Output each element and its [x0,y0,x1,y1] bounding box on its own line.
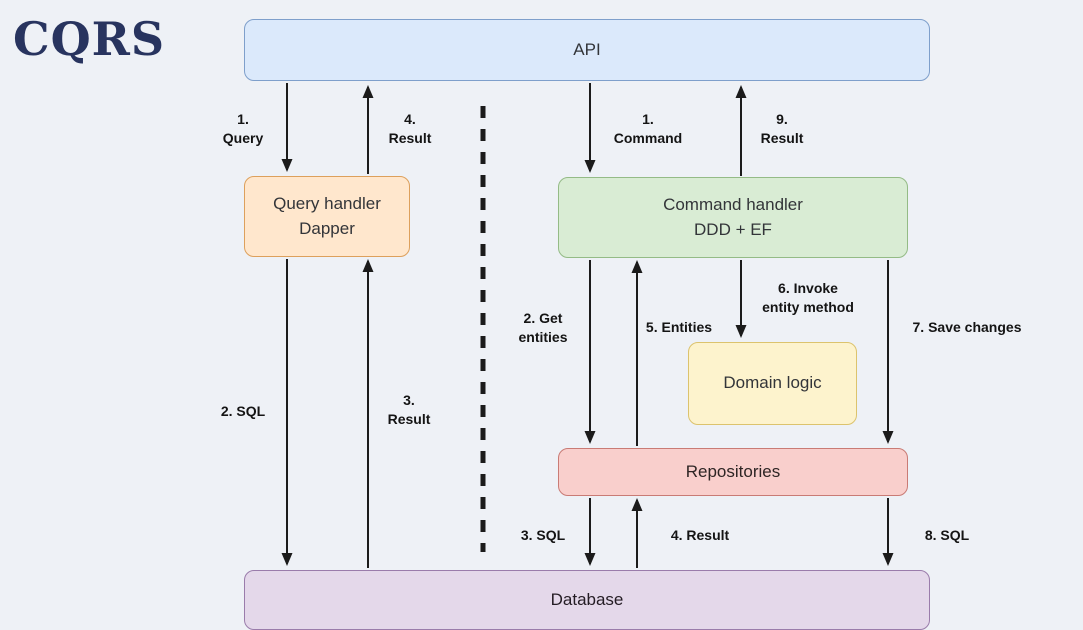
edge-label-command-1: 1. Command [613,111,683,146]
edge-label-query-1: 1. Query [222,111,264,146]
edge-label-entities-5: 5. Entities [645,319,713,335]
node-command-handler-label: Command handler DDD + EF [663,194,803,239]
diagram-title: CQRS [13,12,166,66]
node-query-handler: Query handler Dapper [244,176,410,257]
node-domain-logic: Domain logic [688,342,857,425]
edge-label-sql-2: 2. SQL [220,403,266,419]
node-api: API [244,19,930,81]
edge-label-result-9: 9. Result [760,111,804,146]
node-domain-logic-label: Domain logic [723,373,822,393]
edge-label-result-4: 4. Result [388,111,432,146]
node-command-handler: Command handler DDD + EF [558,177,908,258]
edge-label-invoke-entity-method-6: 6. Invoke entity method [762,280,854,315]
node-repositories: Repositories [558,448,908,496]
edge-label-sql-3: 3. SQL [520,527,566,543]
edge-label-sql-8: 8. SQL [924,527,970,543]
edge-label-result-3: 3. Result [387,392,431,427]
edge-label-result-4-repo: 4. Result [670,527,730,543]
node-repositories-label: Repositories [685,461,781,481]
node-database-label: Database [550,589,624,609]
edge-label-get-entities-2: 2. Get entities [518,310,568,345]
node-api-label: API [573,39,601,59]
node-query-handler-label: Query handler Dapper [273,193,381,238]
node-database: Database [244,570,930,630]
edge-label-save-changes-7: 7. Save changes [912,319,1022,335]
